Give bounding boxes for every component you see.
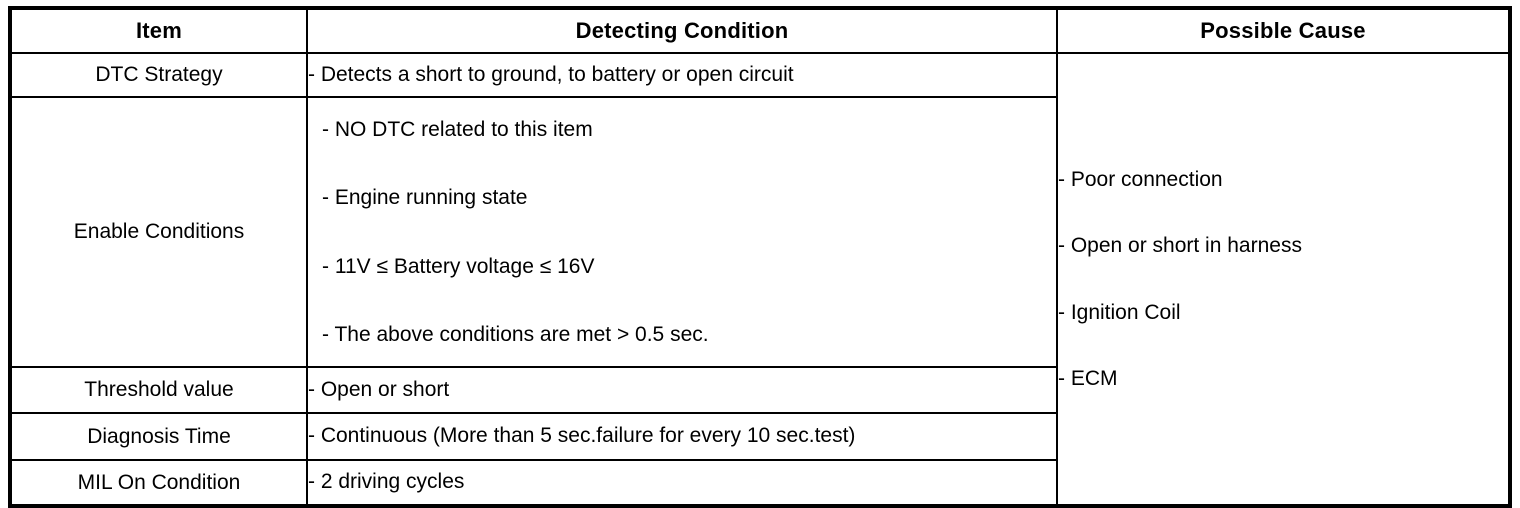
item-label-mil-on-condition: MIL On Condition xyxy=(9,459,308,507)
header-row: Item Detecting Condition Possible Cause xyxy=(9,7,1511,54)
condition-cell-mil-on-condition: - 2 driving cycles xyxy=(306,459,1058,507)
condition-line: - Open or short xyxy=(308,377,450,401)
table-row: Threshold value - Open or short xyxy=(9,366,1510,414)
table-body: DTC Strategy - Detects a short to ground… xyxy=(9,52,1511,507)
condition-line: - Detects a short to ground, to battery … xyxy=(308,62,794,86)
table-row: Diagnosis Time - Continuous (More than 5… xyxy=(9,412,1510,461)
possible-cause-list: - Poor connection - Open or short in har… xyxy=(1058,168,1508,389)
table-row: Enable Conditions - NO DTC related to th… xyxy=(9,96,1510,368)
condition-cell-threshold-value: - Open or short xyxy=(306,366,1058,414)
item-label-diagnosis-time: Diagnosis Time xyxy=(9,412,308,461)
condition-cell-enable-conditions: - NO DTC related to this item - Engine r… xyxy=(306,96,1058,368)
condition-cell-dtc-strategy: - Detects a short to ground, to battery … xyxy=(306,52,1058,98)
list-item: - Poor connection xyxy=(1058,168,1223,192)
column-header-possible-cause: Possible Cause xyxy=(1056,7,1511,54)
list-item: - The above conditions are met > 0.5 sec… xyxy=(322,322,709,346)
condition-cell-diagnosis-time: - Continuous (More than 5 sec.failure fo… xyxy=(306,412,1058,461)
list-item: - ECM xyxy=(1058,366,1118,390)
list-item: - Open or short in harness xyxy=(1058,234,1302,258)
item-label-enable-conditions: Enable Conditions xyxy=(9,96,308,368)
item-label-dtc-strategy: DTC Strategy xyxy=(9,52,308,98)
table-sheet: Item Detecting Condition Possible Cause … xyxy=(8,6,1512,508)
condition-list: - NO DTC related to this item - Engine r… xyxy=(322,118,1056,345)
table-header: Item Detecting Condition Possible Cause xyxy=(9,7,1511,54)
list-item: - Ignition Coil xyxy=(1058,300,1181,324)
dtc-diagnostic-table: Item Detecting Condition Possible Cause … xyxy=(8,6,1512,508)
column-header-item: Item xyxy=(9,7,308,54)
possible-cause-cell: - Poor connection - Open or short in har… xyxy=(1056,52,1511,507)
condition-line: - 2 driving cycles xyxy=(308,470,465,494)
condition-line: - Continuous (More than 5 sec.failure fo… xyxy=(308,424,856,448)
list-item: - Engine running state xyxy=(322,186,528,210)
list-item: - 11V ≤ Battery voltage ≤ 16V xyxy=(322,254,595,278)
table-row: DTC Strategy - Detects a short to ground… xyxy=(9,52,1511,507)
list-item: - NO DTC related to this item xyxy=(322,118,593,142)
column-header-detecting-condition: Detecting Condition xyxy=(306,7,1058,54)
item-label-threshold-value: Threshold value xyxy=(9,366,308,414)
